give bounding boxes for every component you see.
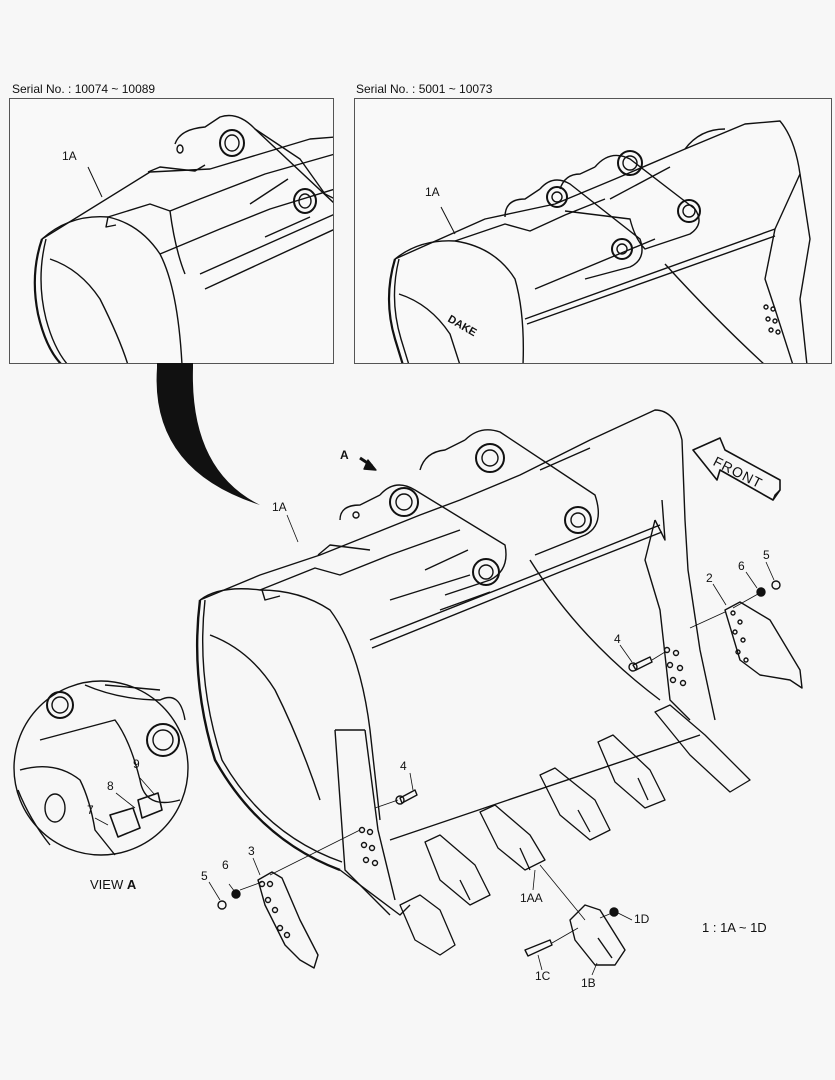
assembly-legend: 1 : 1A ~ 1D [702, 920, 767, 935]
callout-6-left: 6 [222, 858, 229, 872]
front-direction-label: FRONT [710, 453, 766, 492]
zoom-connector-tab [157, 363, 193, 368]
bucket-drawing-variant-a [33, 114, 333, 363]
view-a-title: VIEW A [90, 877, 137, 892]
callout-5-right: 5 [763, 548, 770, 562]
callout-5-left: 5 [201, 869, 208, 883]
callout-6-right: 6 [738, 559, 745, 573]
callout-1aa: 1AA [520, 891, 543, 905]
callout-1a-left-panel: 1A [62, 149, 77, 163]
serial-label-right: Serial No. : 5001 ~ 10073 [356, 82, 493, 96]
serial-label-left: Serial No. : 10074 ~ 10089 [12, 82, 156, 96]
callout-1d: 1D [634, 912, 650, 926]
callout-4-left: 4 [400, 759, 407, 773]
callout-3: 3 [248, 844, 255, 858]
callout-1a: 1A [272, 500, 287, 514]
bucket-drawing-variant-b: DAKE [387, 120, 811, 363]
view-a-arrow-label: A [340, 448, 349, 462]
view-a-title-prefix: VIEW [90, 877, 127, 892]
callout-4-right: 4 [614, 632, 621, 646]
callout-1c: 1C [535, 969, 551, 983]
callout-1b: 1B [581, 976, 596, 990]
callout-1a-right-panel: 1A [425, 185, 440, 199]
callout-9: 9 [133, 757, 140, 771]
panel-serial-5001-10073: DAKE 1A [354, 98, 832, 364]
callout-7: 7 [87, 803, 94, 817]
callout-8: 8 [107, 779, 114, 793]
view-a-title-letter: A [126, 877, 137, 892]
panel-serial-10074-10089: 1A [9, 98, 334, 364]
callout-2: 2 [706, 571, 713, 585]
